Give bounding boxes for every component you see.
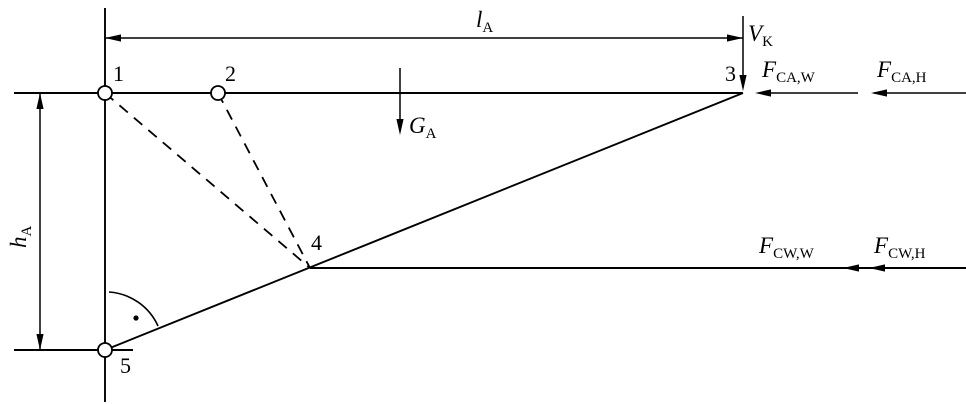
la-arrowhead-right: [727, 34, 743, 42]
angle-arc: [108, 291, 159, 327]
fcwh-arrowhead: [869, 264, 885, 272]
ha-label-sub: A: [19, 226, 35, 237]
la-label-main: l: [476, 7, 482, 32]
ga-label-sub: A: [426, 126, 437, 142]
point-3-label: 3: [725, 61, 736, 86]
vk-arrowhead: [739, 75, 747, 91]
la-arrowhead-left: [105, 34, 121, 42]
ha-arrowhead-bottom: [36, 334, 44, 350]
point-2-label: 2: [225, 61, 236, 86]
fcwh-label-sub: CW,H: [888, 246, 926, 262]
fcaw-arrowhead: [755, 89, 771, 97]
fcah-arrowhead: [871, 89, 887, 97]
fcww-arrowhead: [843, 264, 859, 272]
fcaw-label-main: F: [761, 57, 777, 82]
fcah-label: FCA,H: [876, 57, 927, 86]
vk-label-sub: K: [762, 34, 773, 50]
fcaw-label-sub: CA,W: [776, 70, 816, 86]
point-5-label: 5: [120, 353, 131, 378]
point-4-label: 4: [311, 230, 322, 255]
ga-arrowhead: [396, 119, 404, 135]
fcaw-label: FCA,W: [761, 57, 816, 86]
fcww-label: FCW,W: [758, 233, 815, 262]
ha-label-main: h: [6, 237, 31, 249]
fcah-label-sub: CA,H: [891, 70, 927, 86]
fcah-label-main: F: [876, 57, 892, 82]
point-5-marker: [97, 342, 113, 358]
fcww-label-main: F: [758, 233, 774, 258]
ha-label: hA: [6, 226, 35, 249]
tie-dashed-line-1-4: [104, 92, 311, 269]
la-label-sub: A: [482, 20, 493, 36]
point-1-marker: [97, 85, 113, 101]
right-angle-dot: [133, 315, 139, 321]
fcwh-label-main: F: [873, 233, 889, 258]
ha-arrowhead-top: [36, 93, 44, 109]
fcwh-label: FCW,H: [873, 233, 926, 262]
vk-label-main: V: [748, 21, 765, 46]
la-label: lA: [476, 7, 493, 36]
point-1-label: 1: [113, 61, 124, 86]
ga-label: GA: [409, 113, 437, 142]
tie-dashed-line-2-4: [217, 92, 311, 269]
diagonal-brace-line: [104, 92, 744, 351]
vk-label: VK: [748, 21, 773, 50]
fcww-label-sub: CW,W: [773, 246, 815, 262]
ga-label-main: G: [409, 113, 426, 138]
point-2-marker: [210, 85, 226, 101]
